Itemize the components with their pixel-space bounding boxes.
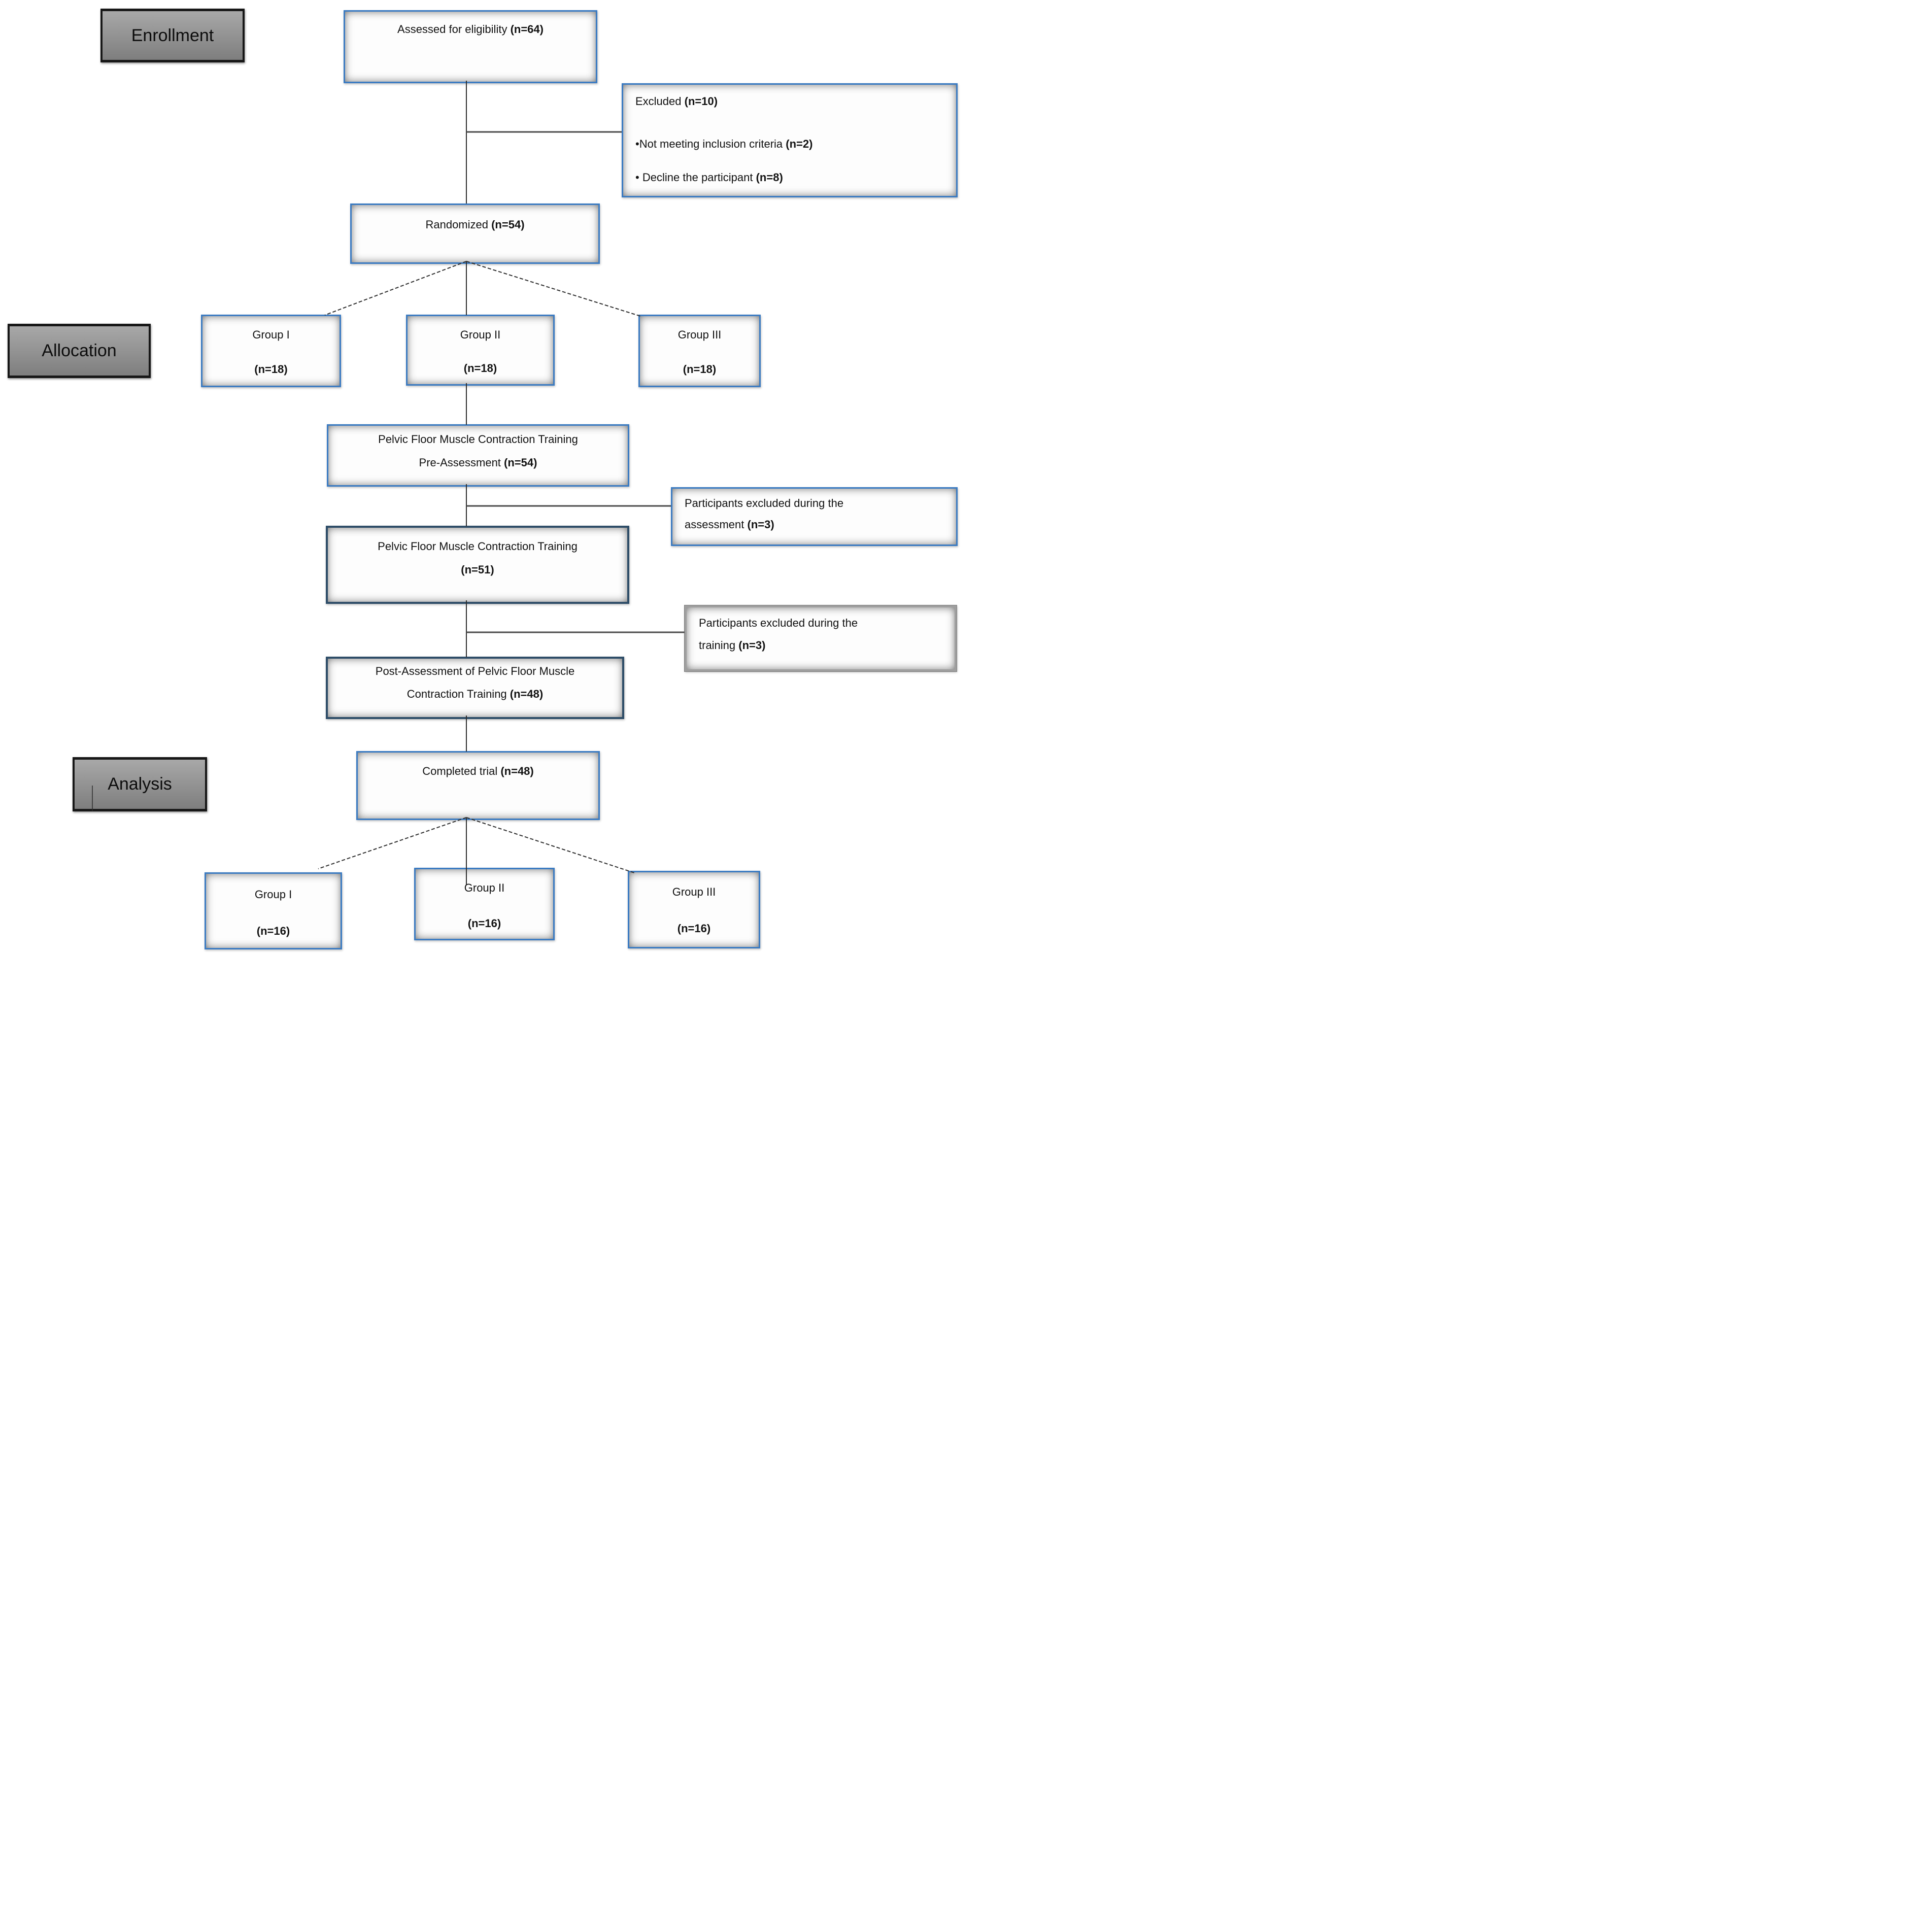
training-n: (n=51) [461,563,494,576]
randomized-n: (n=54) [491,218,525,231]
group3-allocation-label: Group III [677,328,722,341]
excluded-assessment-n: (n=3) [747,518,774,531]
node-excluded-during-assessment: Participants excluded during the assessm… [671,487,958,546]
group2-analysis-n: (n=16) [467,917,501,930]
stage-analysis: Analysis [73,757,207,811]
completed-label: Completed trial (n=48) [422,765,534,777]
group2-allocation-n: (n=18) [463,362,497,375]
training-line1: Pelvic Floor Muscle Contraction Training [378,540,578,553]
line-randomized-to-group1 [324,261,467,316]
node-excluded: Excluded (n=10) •Not meeting inclusion c… [622,83,958,197]
excluded-bullet-1: •Not meeting inclusion criteria (n=2) [635,138,813,150]
node-postassessment: Post-Assessment of Pelvic Floor Muscle C… [326,657,624,719]
node-group1-allocation: Group I (n=18) [201,315,341,387]
group3-allocation-n: (n=18) [683,363,717,376]
excluded-bullet-1-n: (n=2) [786,138,813,150]
line-completed-to-group1 [318,817,467,869]
excluded-training-line2: training (n=3) [699,639,766,652]
preassessment-n: (n=54) [504,456,537,469]
excluded-assessment-line2: assessment (n=3) [685,518,774,531]
node-group3-allocation: Group III (n=18) [638,315,761,387]
excluded-bullet-2-n: (n=8) [756,171,783,184]
node-randomized: Randomized (n=54) [350,203,600,264]
preassessment-line1: Pelvic Floor Muscle Contraction Training [378,433,578,446]
group2-allocation-label: Group II [460,328,501,341]
node-training: Pelvic Floor Muscle Contraction Training… [326,526,629,604]
node-group3-analysis: Group III (n=16) [628,871,760,948]
stage-enrollment-label: Enrollment [131,25,214,45]
excluded-title: Excluded (n=10) [635,95,718,108]
excluded-bullet-2: • Decline the participant (n=8) [635,171,783,184]
consort-flow-diagram: Enrollment Allocation Analysis Assessed … [0,0,966,952]
stage-analysis-label: Analysis [108,774,172,794]
node-group2-analysis: Group II (n=16) [414,868,555,940]
group3-analysis-label: Group III [672,886,716,898]
randomized-label: Randomized (n=54) [425,218,525,231]
group2-analysis-label: Group II [464,881,505,894]
stage-enrollment: Enrollment [100,9,245,62]
node-group1-analysis: Group I (n=16) [205,872,342,949]
postassessment-line2: Contraction Training (n=48) [406,688,544,700]
group1-allocation-n: (n=18) [254,363,288,376]
line-completed-to-group3 [466,817,635,873]
node-group2-allocation: Group II (n=18) [406,315,555,386]
group1-analysis-label: Group I [254,888,292,901]
postassessment-n: (n=48) [510,688,544,700]
group1-allocation-label: Group I [252,328,290,341]
postassessment-line1: Post-Assessment of Pelvic Floor Muscle [375,665,575,677]
line-randomized-to-group3 [466,261,641,317]
assessed-label: Assessed for eligibility (n=64) [397,23,544,36]
excluded-assessment-line1: Participants excluded during the [685,497,844,509]
node-excluded-during-training: Participants excluded during the trainin… [684,605,957,672]
group3-analysis-n: (n=16) [677,922,711,935]
node-assessed-for-eligibility: Assessed for eligibility (n=64) [344,10,597,83]
excluded-training-n: (n=3) [738,639,766,652]
group1-analysis-n: (n=16) [256,925,290,937]
excluded-title-n: (n=10) [684,95,718,108]
excluded-training-line1: Participants excluded during the [699,617,858,629]
preassessment-line2: Pre-Assessment (n=54) [419,456,537,469]
node-completed-trial: Completed trial (n=48) [356,751,600,820]
node-preassessment: Pelvic Floor Muscle Contraction Training… [327,424,629,487]
completed-n: (n=48) [500,765,534,777]
assessed-n: (n=64) [510,23,544,36]
stage-allocation-label: Allocation [42,341,117,360]
stage-allocation: Allocation [8,324,151,378]
